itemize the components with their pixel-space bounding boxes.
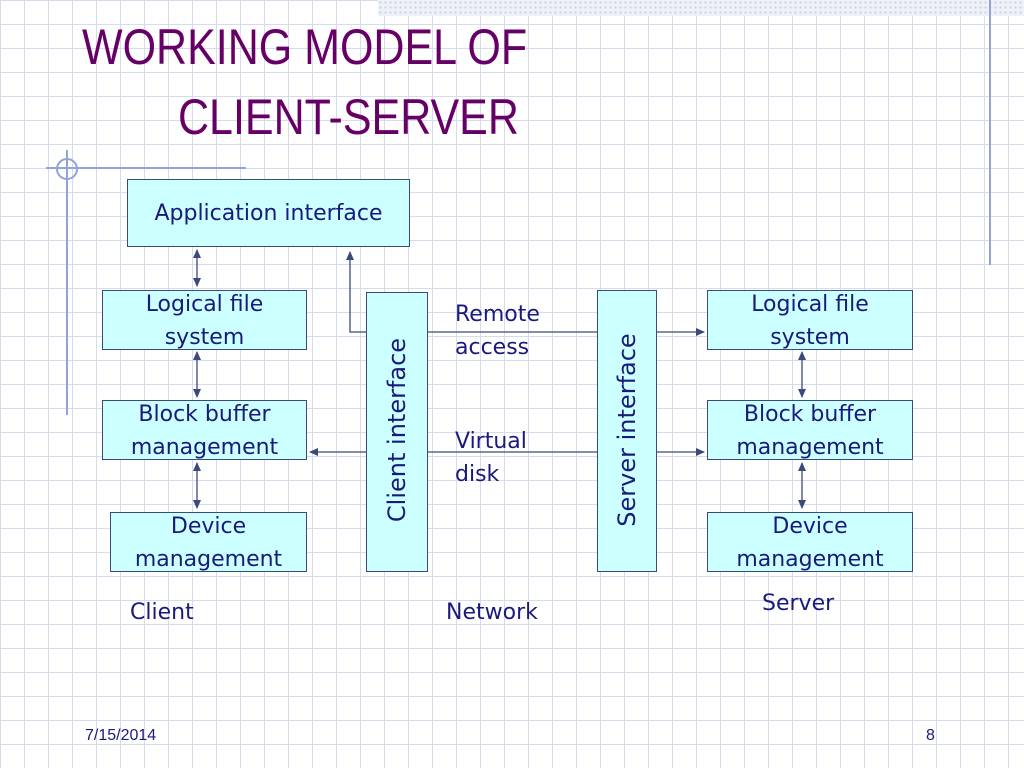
- server-logical-file-system-line-1: Logical file: [751, 292, 869, 317]
- remote-access-line-1: Remote: [455, 302, 540, 327]
- arrow-remote-access: [346, 251, 705, 336]
- decorative-left-vertical-line: [66, 150, 68, 415]
- slide-title-line-2: CLIENT-SERVER: [178, 89, 519, 145]
- client-logical-file-system-line-2: system: [164, 325, 245, 350]
- server-device-management-box: Device management: [707, 512, 913, 572]
- client-device-management-box: Device management: [110, 512, 307, 572]
- server-interface-column: [597, 290, 657, 572]
- client-interface-column: [366, 292, 428, 572]
- decorative-horizontal-line: [46, 167, 246, 169]
- client-logical-file-system-line-1: Logical file: [145, 292, 264, 317]
- server-block-buffer-line-1: Block buffer: [743, 402, 877, 427]
- dotted-header-band: [378, 0, 1024, 16]
- server-block-buffer-line-2: management: [736, 435, 884, 460]
- client-application-interface-label: Application interface: [154, 201, 383, 226]
- decorative-ring: [56, 158, 78, 180]
- server-label: Server: [762, 591, 835, 616]
- client-interface-label: Client interface: [383, 337, 411, 523]
- client-application-interface-box: Application interface: [127, 179, 410, 247]
- client-block-buffer-line-2: management: [130, 435, 279, 460]
- virtual-disk-label: Virtual disk: [455, 425, 527, 491]
- server-block-buffer-box: Block buffer management: [707, 400, 913, 460]
- client-device-management-line-2: management: [134, 547, 283, 572]
- slide-title-line-1: WORKING MODEL OF: [82, 19, 528, 75]
- slide-date: 7/15/2014: [85, 727, 157, 744]
- network-label: Network: [446, 600, 538, 625]
- slide-page-number: 8: [926, 727, 935, 744]
- client-block-buffer-box: Block buffer management: [102, 400, 307, 460]
- remote-access-label: Remote access: [455, 298, 540, 364]
- client-logical-file-system-box: Logical file system: [102, 290, 307, 350]
- server-device-management-line-2: management: [736, 547, 884, 572]
- server-logical-file-system-box: Logical file system: [707, 290, 913, 350]
- virtual-disk-line-1: Virtual: [455, 429, 527, 454]
- client-block-buffer-line-1: Block buffer: [138, 402, 271, 427]
- client-label: Client: [130, 600, 194, 625]
- remote-access-line-2: access: [455, 335, 530, 360]
- server-logical-file-system-line-2: system: [770, 325, 850, 350]
- decorative-right-vertical-line: [989, 0, 991, 265]
- virtual-disk-line-2: disk: [455, 462, 500, 487]
- server-interface-label: Server interface: [613, 333, 641, 527]
- server-device-management-line-1: Device: [772, 514, 848, 539]
- client-device-management-line-1: Device: [170, 514, 247, 539]
